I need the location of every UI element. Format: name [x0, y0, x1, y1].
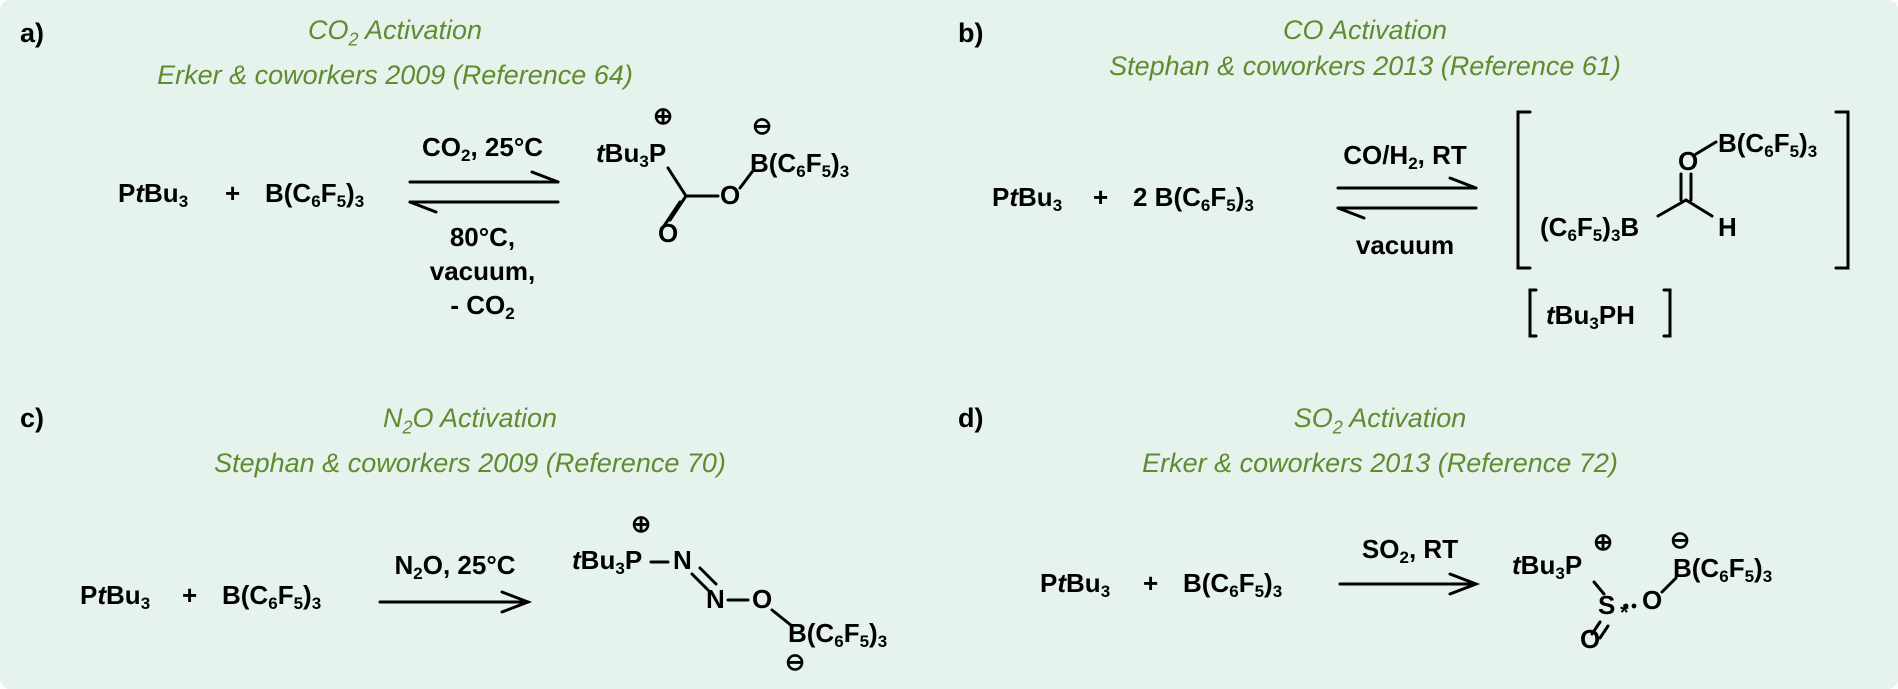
panel-a-title-gas-sub: 2: [348, 29, 359, 50]
panel-c-forward-arrow: [378, 590, 533, 614]
panel-b-reference: Stephan & coworkers 2013 (Reference 61): [1109, 51, 1621, 81]
panel-a-label: a): [20, 18, 45, 48]
panel-a-minus-charge: ⊖: [752, 113, 773, 140]
panel-b-product-hydrogen: H: [1718, 212, 1737, 242]
panel-d-condition-forward: SO2, RT: [1361, 534, 1459, 567]
panel-d-plus: +: [1143, 568, 1159, 598]
panel-b-reactant-borane: 2 B(C6F5)3: [1133, 182, 1254, 215]
panel-b-product-oxygen: O: [1678, 146, 1699, 176]
panel-d-star: *: [1620, 600, 1629, 625]
panel-c-product-bonds: [649, 560, 794, 628]
panel-a-title: CO2 Activation Erker & coworkers 2009 (R…: [140, 12, 650, 93]
panel-a-title-gas: CO: [307, 15, 349, 45]
panel-c-title-gas-end: O: [412, 403, 434, 433]
panel-c-reactant-borane: B(C6F5)3: [222, 580, 322, 613]
panel-b-title-rest: Activation: [1323, 15, 1448, 45]
panel-d-title-gas-sub: 2: [1332, 417, 1343, 438]
panel-c-title: N2O Activation Stephan & coworkers 2009 …: [200, 400, 740, 481]
panel-c-plus-charge: ⊕: [631, 511, 652, 538]
panel-b-equilibrium-arrow: [1336, 176, 1478, 220]
panel-c-product-phosphonium: tBu3P: [572, 545, 643, 578]
panel-c-nitrogen-2: N: [706, 584, 725, 614]
panel-b-counter-cation: tBu3PH: [1546, 300, 1635, 333]
panel-c-product-borate: B(C6F5)3: [788, 618, 888, 651]
panel-d-minus-charge: ⊖: [1670, 527, 1691, 554]
panel-d-label: d): [958, 403, 984, 433]
panel-b-product-borane-left: (C6F5)3B: [1540, 212, 1640, 245]
panel-b-plus: +: [1093, 182, 1109, 212]
panel-a-equilibrium-arrow: [408, 170, 560, 214]
panel-c-reactant-phosphine: PtBu3: [80, 580, 151, 613]
panel-d-reactant-phosphine: PtBu3: [1040, 568, 1111, 601]
panel-c-title-gas: N: [382, 403, 403, 433]
panel-d-sulfur: S: [1598, 590, 1616, 620]
panel-b-label: b): [958, 18, 984, 48]
panel-a-reactant-borane: B(C6F5)3: [265, 178, 365, 211]
panel-d-product-phosphonium: tBu3P: [1512, 550, 1583, 583]
panel-d-plus-charge: ⊕: [1593, 529, 1614, 556]
panel-c-label: c): [20, 403, 45, 433]
panel-d-dative-dots: [1623, 603, 1637, 609]
panel-c-condition-forward: N2O, 25°C: [394, 550, 516, 583]
panel-b-condition-reverse: vacuum: [1355, 230, 1455, 260]
panel-b-title-gas: CO: [1282, 15, 1324, 45]
panel-a-reactant-phosphine: PtBu3: [118, 178, 189, 211]
panel-d-oxygen-bridge: O: [1642, 585, 1663, 615]
panel-d-title: SO2 Activation Erker & coworkers 2013 (R…: [1120, 400, 1640, 481]
panel-d-title-gas: SO: [1293, 403, 1333, 433]
panel-c-reference: Stephan & coworkers 2009 (Reference 70): [214, 448, 726, 479]
panel-d-title-rest: Activation: [1342, 403, 1467, 433]
panel-a-cond-rev-3: - CO2: [450, 290, 515, 323]
panel-a-title-rest: Activation: [358, 15, 483, 45]
panel-a-product-bonds: [662, 166, 754, 228]
panel-a-reference: Erker & coworkers 2009 (Reference 64): [157, 60, 633, 91]
panel-a-cond-rev-2: vacuum,: [429, 256, 536, 286]
panel-a-condition-reverse: 80°C, vacuum, - CO2: [400, 220, 565, 331]
panel-c-title-gas-sub: 2: [402, 417, 413, 438]
panel-a-plus-charge: ⊕: [653, 103, 674, 130]
panel-c-minus-charge: ⊖: [785, 649, 806, 676]
panel-d-forward-arrow: [1338, 572, 1481, 596]
panel-d-product-borate: B(C6F5)3: [1673, 553, 1773, 586]
panel-b-title: CO Activation Stephan & coworkers 2013 (…: [1105, 12, 1625, 84]
panel-d-reactant-borane: B(C6F5)3: [1183, 568, 1283, 601]
panel-a-plus: +: [225, 178, 241, 208]
panel-b-product-bonds: [1656, 140, 1718, 218]
panel-a-cond-rev-1: 80°C,: [449, 222, 516, 252]
panel-b-product-borane-top: B(C6F5)3: [1718, 128, 1818, 161]
panel-d-reference: Erker & coworkers 2013 (Reference 72): [1142, 448, 1618, 479]
panel-a-condition-forward: CO2, 25°C: [421, 132, 543, 165]
panel-d-product-bonds: [1590, 576, 1678, 640]
panel-a-product-borate: B(C6F5)3: [750, 148, 850, 181]
panel-c-nitrogen-1: N: [673, 545, 692, 575]
panel-b-reactant-phosphine: PtBu3: [992, 182, 1063, 215]
panel-b-product-brackets: [1516, 110, 1850, 338]
panel-c-plus: +: [182, 580, 198, 610]
panel-c-title-rest: Activation: [433, 403, 558, 433]
panel-a-ester-oxygen: O: [720, 180, 741, 210]
panel-a-product-phosphonium: tBu3P: [596, 138, 667, 171]
panel-c-oxygen: O: [752, 584, 773, 614]
panel-b-condition-forward: CO/H2, RT: [1343, 140, 1467, 173]
